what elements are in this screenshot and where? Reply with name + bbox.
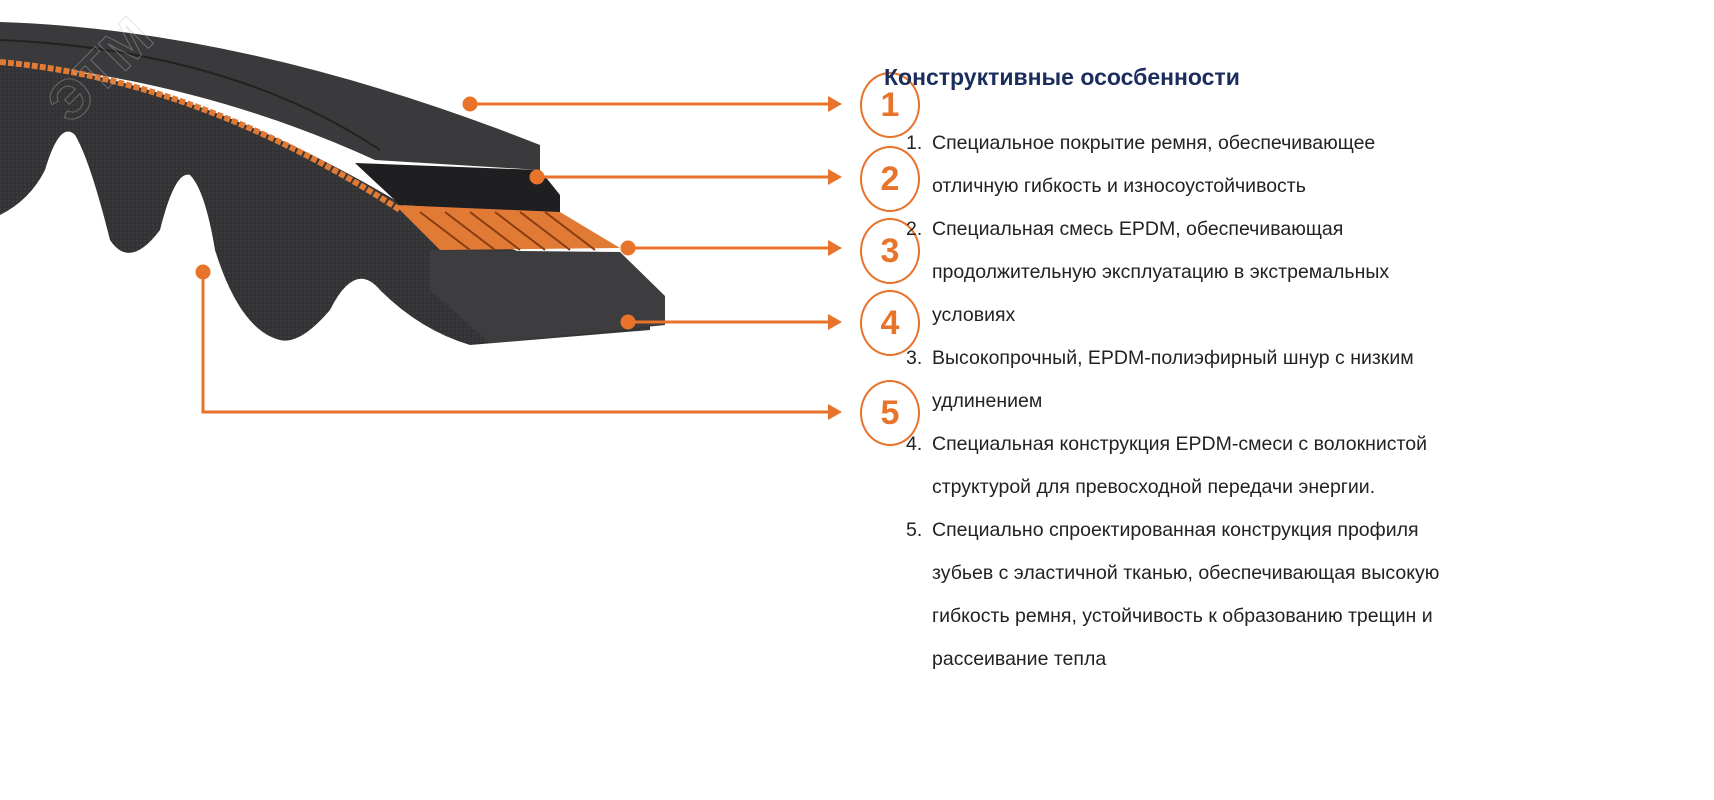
feature-number: 5.	[906, 519, 923, 541]
feature-item: 5. Специально спроектированная конструкци…	[906, 509, 1439, 681]
callout-3: 3	[860, 218, 920, 284]
section-title: Конструктивные ососбенности	[884, 64, 1240, 90]
callout-5: 5	[860, 380, 920, 446]
feature-text-line: Специальная конструкция EPDM-смеси с вол…	[932, 433, 1427, 455]
callout-2: 2	[860, 146, 920, 212]
feature-text-line: Специальное покрытие ремня, обеспечивающ…	[932, 132, 1376, 154]
feature-item: 3. Высокопрочный, EPDM-полиэфирный шнур с…	[906, 337, 1439, 423]
feature-text-line: продолжительную эксплуатацию в экстремал…	[932, 261, 1390, 283]
feature-number: 2.	[906, 218, 923, 240]
feature-text-line: Специальная смесь EPDM, обеспечивающая	[932, 218, 1344, 240]
feature-item: 2. Специальная смесь EPDM, обеспечивающая…	[906, 208, 1439, 337]
feature-text-line: отличную гибкость и износоустойчивость	[932, 175, 1306, 197]
feature-number: 4.	[906, 433, 923, 455]
feature-text-line: Высокопрочный, EPDM-полиэфирный шнур с н…	[932, 347, 1414, 369]
feature-text-line: удлинением	[932, 390, 1043, 412]
feature-text-line: рассеивание тепла	[932, 648, 1107, 670]
features-list: 1. Специальное покрытие ремня, обеспечива…	[906, 122, 1439, 681]
feature-text-line: гибкость ремня, устойчивость к образован…	[932, 605, 1433, 627]
belt-base	[430, 250, 665, 343]
feature-text-line: зубьев с эластичной тканью, обеспечивающ…	[932, 562, 1440, 584]
feature-number: 3.	[906, 347, 923, 369]
callout-4: 4	[860, 290, 920, 356]
callout-1: 1	[860, 72, 920, 138]
feature-text-line: структурой для превосходной передачи эне…	[932, 476, 1376, 498]
belt-top-cover	[0, 22, 540, 170]
feature-text-line: Специально спроектированная конструкция …	[932, 519, 1419, 541]
feature-number: 1.	[906, 132, 923, 154]
feature-item: 1. Специальное покрытие ремня, обеспечива…	[906, 122, 1439, 208]
belt-compound-layer	[355, 163, 560, 215]
feature-text-line: условиях	[932, 304, 1016, 326]
belt-cord	[0, 59, 402, 213]
feature-item: 4. Специальная конструкция EPDM-смеси с в…	[906, 423, 1439, 509]
